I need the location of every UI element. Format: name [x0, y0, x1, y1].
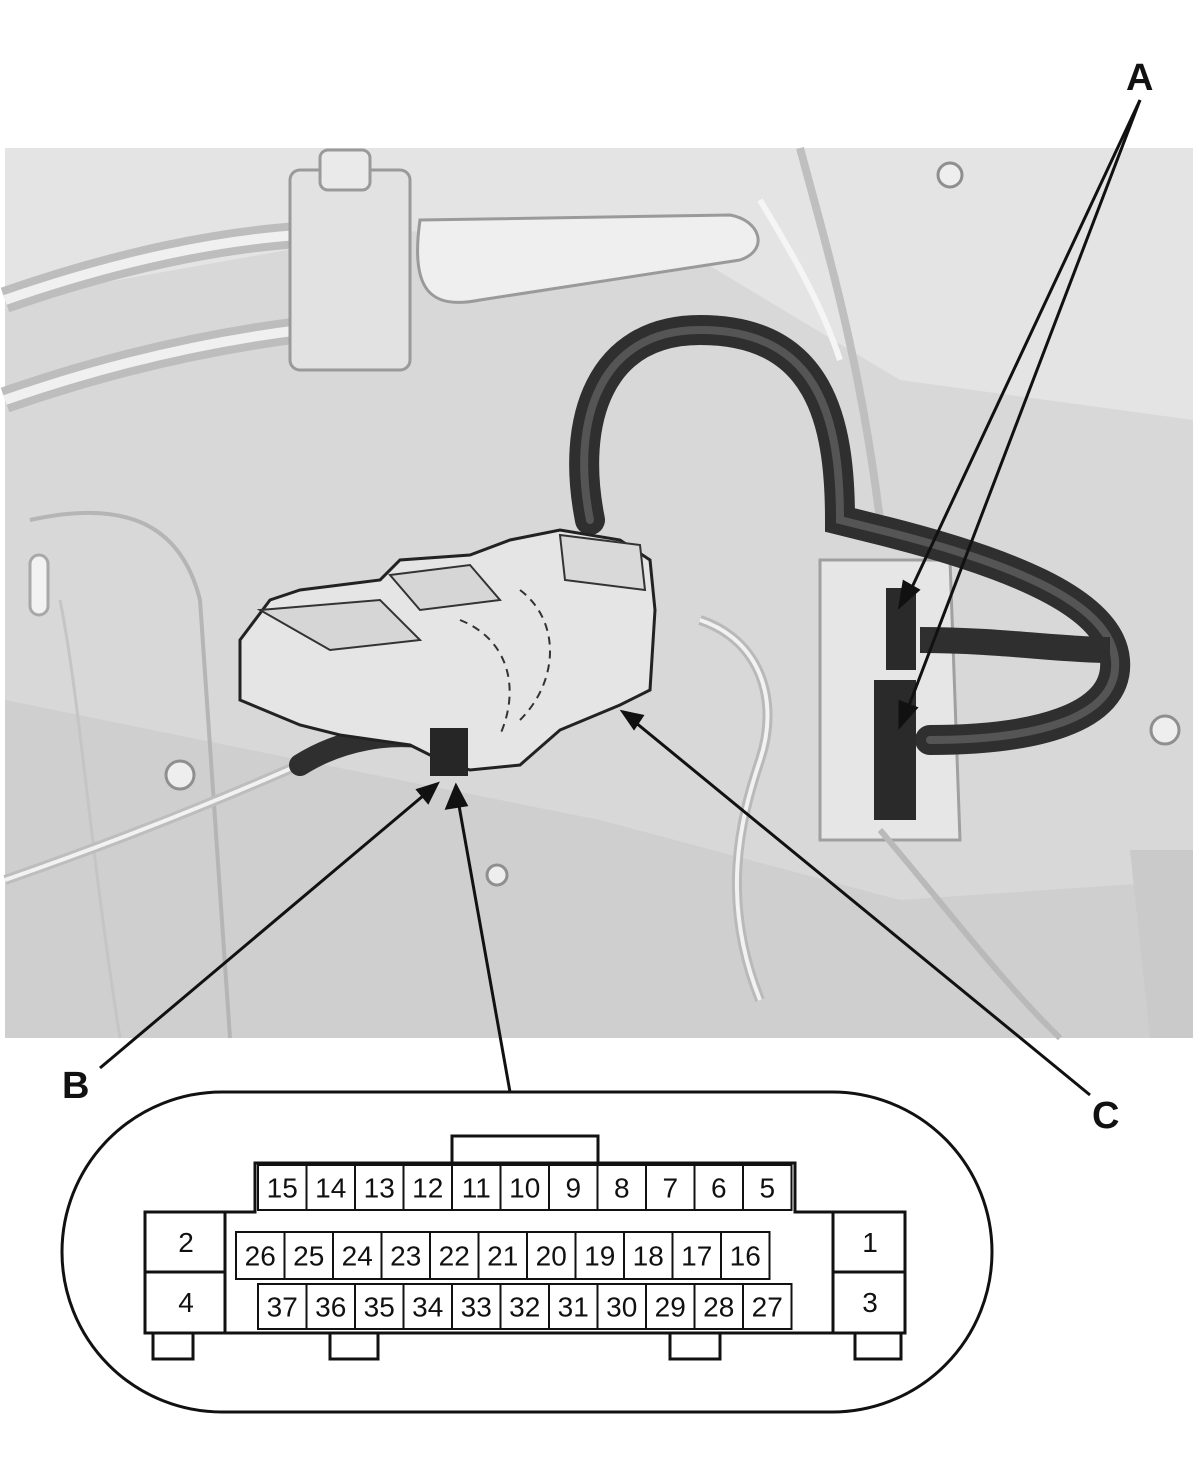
- pin-label: 8: [614, 1173, 630, 1204]
- pin-label: 37: [267, 1292, 298, 1323]
- pin-label: 9: [565, 1173, 581, 1204]
- callout-b: B: [62, 1065, 89, 1107]
- pin-cavity: [742, 1283, 793, 1330]
- pin-label: 10: [509, 1173, 540, 1204]
- leader-lines: [99, 99, 1142, 1097]
- pin-label: 28: [703, 1292, 734, 1323]
- connector-foot: [853, 1331, 903, 1361]
- pin-label: 13: [364, 1173, 395, 1204]
- pin-label: 11: [462, 1173, 491, 1204]
- pin-label: 23: [390, 1241, 421, 1272]
- pin-label: 18: [633, 1241, 664, 1272]
- pin-label: 33: [461, 1292, 492, 1323]
- pin-label: 22: [439, 1241, 470, 1272]
- pin-label: 5: [759, 1173, 775, 1204]
- pin-label: 17: [681, 1241, 712, 1272]
- connector-foot: [151, 1331, 195, 1361]
- pin-label: 25: [293, 1241, 324, 1272]
- pin-label: 1: [862, 1227, 878, 1258]
- pin-label: 32: [509, 1292, 540, 1323]
- pin-label: 35: [364, 1292, 395, 1323]
- pin-label: 4: [178, 1287, 194, 1318]
- pin-label: 34: [412, 1292, 443, 1323]
- pin-label: 29: [655, 1292, 686, 1323]
- pin-label: 3: [862, 1287, 878, 1318]
- pin-label: 21: [487, 1241, 518, 1272]
- connector-foot: [668, 1331, 722, 1361]
- connector-body: [143, 1161, 907, 1335]
- pin-label: 31: [558, 1292, 589, 1323]
- callout-a: A: [1126, 57, 1153, 99]
- pin-label: 15: [267, 1173, 298, 1204]
- pin-cavity: [742, 1164, 793, 1211]
- pin-label: 19: [584, 1241, 615, 1272]
- pin-label: 26: [245, 1241, 276, 1272]
- callout-c: C: [1092, 1095, 1119, 1137]
- pin-label: 14: [315, 1173, 346, 1204]
- connector-foot: [328, 1331, 380, 1361]
- pin-label: 12: [412, 1173, 443, 1204]
- pin-label: 36: [315, 1292, 346, 1323]
- switch-connector-assembly: [238, 528, 657, 776]
- pin-label: 16: [730, 1241, 761, 1272]
- pin-label: 27: [752, 1292, 783, 1323]
- harness-clips: [874, 588, 916, 820]
- pin-label: 30: [606, 1292, 637, 1323]
- pin-grid: 15 14 13 12 11 10 9 8 7 6 5 26 25 24 23 22 21 20 19 18 17 16 3…: [235, 1164, 793, 1330]
- pin-label: 2: [178, 1227, 194, 1258]
- pin-label: 24: [342, 1241, 373, 1272]
- pin-label: 20: [536, 1241, 567, 1272]
- pin-cavity: [720, 1231, 771, 1280]
- pin-label: 7: [662, 1173, 678, 1204]
- pin-label: 6: [711, 1173, 727, 1204]
